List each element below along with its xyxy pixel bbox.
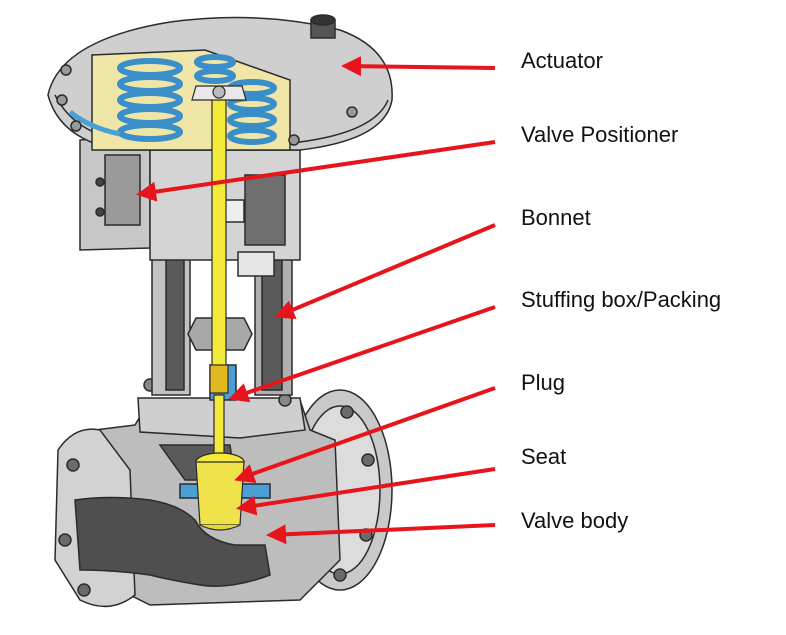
label-seat: Seat [521,444,567,469]
arrow-bonnet [274,223,496,320]
label-valve-positioner: Valve Positioner [521,122,679,147]
arrow-plug [234,386,496,484]
arrow-valve-body [266,523,496,545]
label-actuator: Actuator [521,48,603,73]
stem-plug-graphic [191,85,247,531]
arrow-seat [236,467,496,516]
label-stuffing-box-packing: Stuffing box/Packing [521,287,722,312]
callout-arrows [136,56,496,545]
label-plug: Plug [521,370,566,395]
arrow-stuffing-box [228,305,496,403]
label-bonnet: Bonnet [521,205,591,230]
label-valve-body: Valve body [521,508,629,533]
arrow-valve-positioner [136,140,496,202]
arrow-actuator [341,56,496,77]
positioner-graphic [79,134,301,277]
